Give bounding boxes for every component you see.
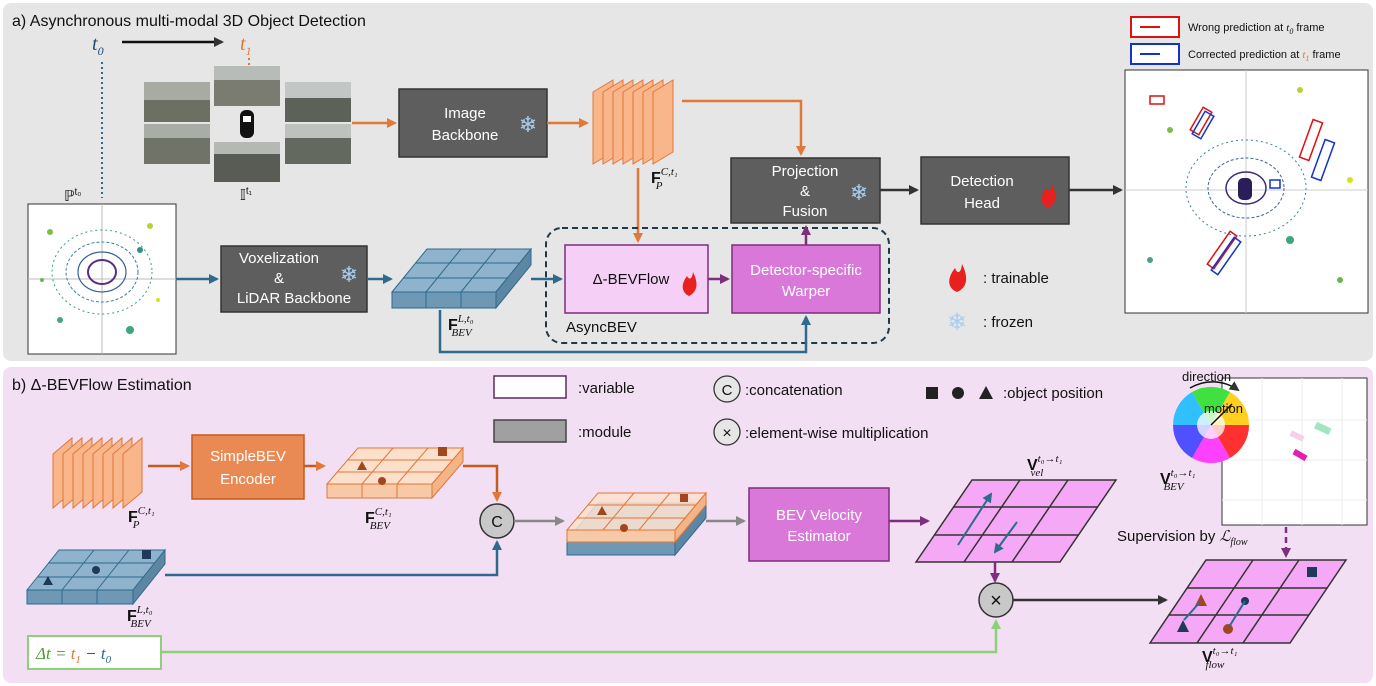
prediction-legend: Wrong prediction at t0 frame Corrected p… [1130, 16, 1341, 65]
svg-text:t1: t1 [240, 33, 252, 58]
svg-text:Estimator: Estimator [787, 528, 850, 545]
svg-text:&: & [800, 183, 810, 200]
svg-text:C: C [722, 382, 733, 399]
arrow-cam-bev-to-concat [463, 464, 502, 502]
image-backbone-module: Image Backbone ❄ [398, 88, 548, 158]
svg-text:: trainable: : trainable [983, 270, 1049, 287]
ego-car-icon [240, 110, 254, 138]
svg-text:Detector-specific: Detector-specific [750, 262, 862, 279]
svg-text:𝕀t₁: 𝕀t₁ [240, 186, 253, 204]
bevflow-module: Δ-BEVFlow [564, 244, 709, 314]
svg-text:Fusion: Fusion [782, 203, 827, 220]
svg-text:Corrected prediction at t1 fra: Corrected prediction at t1 frame [1188, 49, 1341, 63]
svg-text:FC,t₁P: FC,t₁P [651, 166, 678, 192]
concatenation-node: C [479, 503, 515, 539]
svg-text:&: & [274, 270, 284, 287]
frozen-icon: ❄ [519, 112, 537, 137]
svg-text::object position: :object position [1003, 385, 1103, 402]
lidar-pointcloud: ℙt₀ [27, 187, 177, 355]
arrow-feature-to-projection [682, 99, 806, 156]
asyncbev-label: AsyncBEV [566, 319, 637, 336]
svg-text:: frozen: : frozen [983, 314, 1033, 331]
arrow-lidar-bev-to-warper [438, 310, 811, 354]
frozen-icon: ❄ [947, 309, 967, 336]
detection-head-module: Detection Head [920, 156, 1070, 225]
trainable-frozen-legend: : trainable ❄ : frozen [947, 264, 1049, 336]
svg-text:Encoder: Encoder [220, 471, 276, 488]
projection-fusion-module: Projection & Fusion ❄ [730, 157, 881, 224]
svg-text:Voxelization: Voxelization [239, 250, 319, 267]
asyncbev-group [545, 227, 890, 344]
svg-text:SimpleBEV: SimpleBEV [210, 448, 286, 465]
svg-text:BEV Velocity: BEV Velocity [776, 507, 862, 524]
stacked-bev-features [565, 491, 708, 557]
frozen-icon: ❄ [340, 262, 358, 287]
svg-text:Detection: Detection [950, 173, 1013, 190]
svg-text:ℙt₀: ℙt₀ [64, 187, 81, 205]
frozen-icon: ❄ [850, 180, 868, 205]
simplebev-encoder-module: SimpleBEV Encoder [191, 434, 305, 500]
delta-t-box: Δt = t1 − t0 [27, 635, 162, 670]
svg-text:LiDAR Backbone: LiDAR Backbone [237, 290, 351, 307]
svg-text:motion: motion [1204, 401, 1243, 416]
svg-text:Wrong prediction at t0 frame: Wrong prediction at t0 frame [1188, 22, 1325, 36]
svg-text:×: × [990, 590, 1002, 612]
trainable-icon [682, 272, 697, 296]
voxelization-module: Voxelization & LiDAR Backbone ❄ [220, 245, 368, 313]
svg-text::concatenation: :concatenation [745, 382, 843, 399]
svg-text:t0: t0 [92, 33, 104, 58]
time-indicator: t0 t1 [92, 33, 252, 198]
arrow-lidar-bev-to-concat [165, 540, 502, 577]
svg-text::module: :module [578, 424, 631, 441]
trainable-icon [949, 264, 967, 292]
svg-text:direction: direction [1182, 369, 1231, 384]
svg-text:×: × [722, 425, 731, 442]
svg-text:Warper: Warper [782, 283, 831, 300]
supervision-label: Supervision by ℒflow [1117, 528, 1248, 548]
svg-text:Backbone: Backbone [432, 127, 499, 144]
svg-text::element-wise multiplication: :element-wise multiplication [745, 425, 928, 442]
detection-result-image [1124, 69, 1369, 314]
arrow-dt-to-mult [161, 619, 1001, 654]
svg-text:Head: Head [964, 195, 1000, 212]
bev-velocity-estimator-module: BEV Velocity Estimator [748, 487, 890, 562]
svg-text:Δt = t1 − t0: Δt = t1 − t0 [35, 644, 112, 666]
svg-text:Δ-BEVFlow: Δ-BEVFlow [593, 271, 670, 288]
panel-b-title: b) Δ-BEVFlow Estimation [12, 377, 192, 394]
svg-text:Image: Image [444, 105, 486, 122]
svg-text:Supervision by ℒflow: Supervision by ℒflow [1117, 528, 1248, 548]
multiplication-node: × [978, 582, 1014, 618]
svg-text::variable: :variable [578, 380, 635, 397]
panel-b-legend: :variable :module C :concatenation × :el… [493, 375, 1103, 446]
svg-text:FC,t₁P: FC,t₁P [128, 505, 155, 531]
camera-images: 𝕀t₁ [144, 66, 351, 204]
svg-text:Projection: Projection [772, 163, 839, 180]
svg-text:C: C [491, 514, 503, 531]
panel-a-title: a) Asynchronous multi-modal 3D Object De… [12, 13, 366, 30]
trainable-icon [1041, 184, 1056, 208]
warper-module: Detector-specific Warper [731, 244, 881, 314]
